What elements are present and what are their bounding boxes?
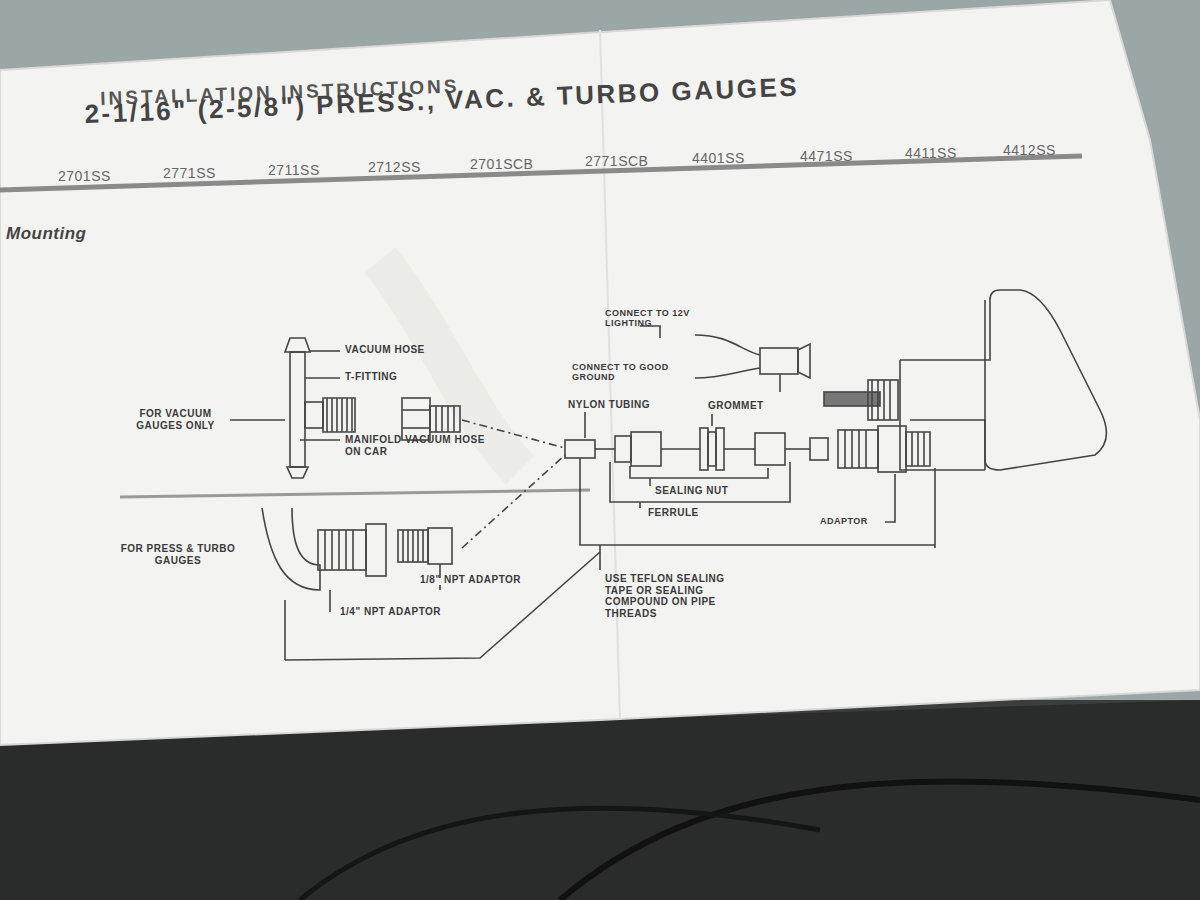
note-label: FOR VACUUM GAUGES ONLY	[118, 408, 233, 431]
part-label: MANIFOLD VACUUM HOSE ON CAR	[345, 434, 495, 457]
model-number: 2712SS	[368, 159, 421, 175]
model-number: 2701SCB	[470, 156, 533, 172]
model-number: 4411SS	[905, 145, 957, 161]
part-label: SEALING NUT	[655, 485, 728, 497]
model-number: 2771SS	[163, 165, 216, 181]
part-label: 1/8" NPT ADAPTOR	[420, 574, 521, 586]
model-number: 2771SCB	[585, 153, 648, 169]
model-number: 4471SS	[800, 148, 853, 164]
part-label: ADAPTOR	[820, 516, 868, 526]
note-label: USE TEFLON SEALING TAPE OR SEALING COMPO…	[605, 573, 745, 619]
model-number: 2711SS	[268, 162, 320, 178]
part-label: T-FITTING	[345, 371, 397, 383]
part-label: NYLON TUBING	[568, 399, 650, 411]
model-number: 4412SS	[1003, 142, 1056, 158]
part-label: FERRULE	[648, 507, 699, 519]
part-label: VACUUM HOSE	[345, 344, 425, 356]
note-label: FOR PRESS & TURBO GAUGES	[108, 543, 248, 566]
part-label: 1/4" NPT ADAPTOR	[340, 606, 441, 618]
section-heading: Mounting	[6, 224, 86, 244]
model-number: 4401SS	[692, 150, 745, 166]
wire-label: CONNECT TO GOOD GROUND	[572, 362, 692, 383]
part-label: GROMMET	[708, 400, 764, 412]
wire-label: CONNECT TO 12V LIGHTING	[605, 308, 715, 329]
model-number: 2701SS	[58, 168, 111, 184]
